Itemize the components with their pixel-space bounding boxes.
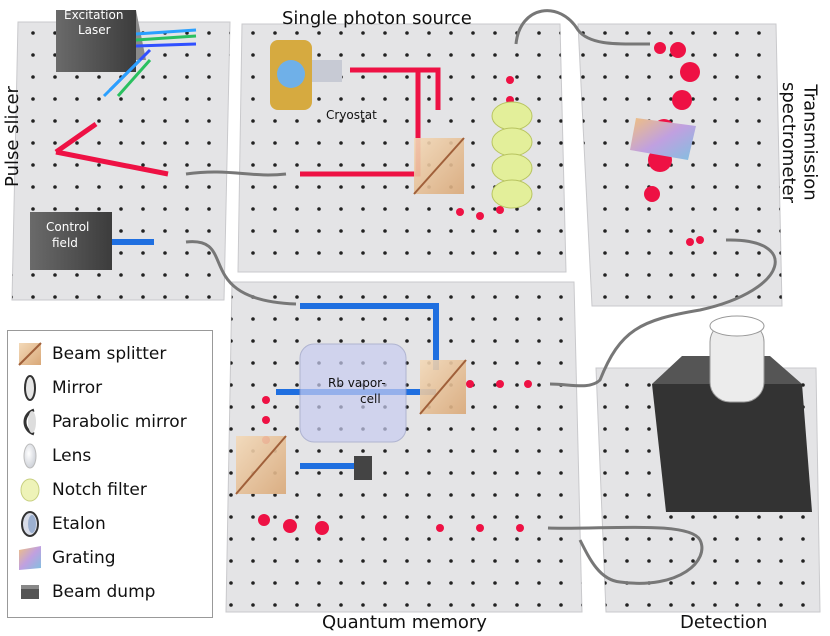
photon-beam-path [54, 67, 441, 177]
legend-item-lens: Lens [16, 439, 206, 473]
lens-icon [23, 443, 37, 469]
breadboard-single-photon-source [237, 23, 567, 273]
grating-spectrometer [630, 118, 696, 160]
breadboard-transmission-spectrometer [577, 23, 783, 307]
label-field: field [52, 236, 78, 250]
optical-fibers [185, 9, 777, 585]
control-field-source [30, 212, 112, 270]
legend-label: Grating [52, 548, 116, 568]
excitation-beams [102, 28, 197, 98]
legend-label: Parabolic mirror [52, 412, 187, 432]
legend-label: Etalon [52, 514, 106, 534]
notch-filters [491, 101, 533, 209]
beam-splitter-memory-left [235, 435, 287, 495]
mirror-icon [24, 375, 36, 401]
legend-label: Notch filter [52, 480, 147, 500]
beam-dump-icon [21, 585, 39, 599]
label-cell: cell [360, 392, 381, 406]
legend-item-parabolic-mirror: Parabolic mirror [16, 405, 206, 439]
notch-filter-icon [20, 478, 40, 502]
beam-splitter-source [413, 137, 465, 195]
label-detection: Detection [680, 612, 768, 633]
legend-item-mirror: Mirror [16, 371, 206, 405]
label-rb-vapor: Rb vapor- [328, 376, 386, 390]
rb-vapor-cell [299, 343, 407, 443]
detector [652, 315, 812, 512]
legend-item-notch-filter: Notch filter [16, 473, 206, 507]
legend-item-beam-splitter: Beam splitter [16, 337, 206, 371]
legend: Beam splitter Mirror Parabolic mirror Le… [7, 330, 213, 618]
label-single-photon-source: Single photon source [282, 8, 472, 29]
legend-item-etalon: Etalon [16, 507, 206, 541]
label-spectrometer: spectrometer [778, 82, 799, 203]
cryostat [270, 40, 342, 110]
beam-dump [354, 456, 372, 480]
etalon-icon [21, 511, 39, 537]
excitation-laser [56, 10, 146, 72]
label-laser: Laser [78, 23, 111, 37]
label-control: Control [46, 220, 90, 234]
legend-label: Lens [52, 446, 92, 466]
beam-splitter-icon [18, 342, 42, 366]
legend-item-beam-dump: Beam dump [16, 575, 206, 609]
legend-label: Beam splitter [52, 344, 167, 364]
grating-icon [19, 546, 41, 570]
label-quantum-memory: Quantum memory [322, 612, 487, 633]
label-pulse-slicer: Pulse slicer [1, 86, 23, 187]
legend-item-grating: Grating [16, 541, 206, 575]
legend-label: Beam dump [52, 582, 156, 602]
parabolic-mirror-icon [23, 408, 36, 436]
label-cryostat: Cryostat [326, 108, 377, 122]
legend-label: Mirror [52, 378, 103, 398]
label-excitation: Excitation [64, 8, 124, 22]
beam-splitter-memory-right [419, 359, 467, 415]
label-transmission: Transmission [799, 84, 821, 201]
